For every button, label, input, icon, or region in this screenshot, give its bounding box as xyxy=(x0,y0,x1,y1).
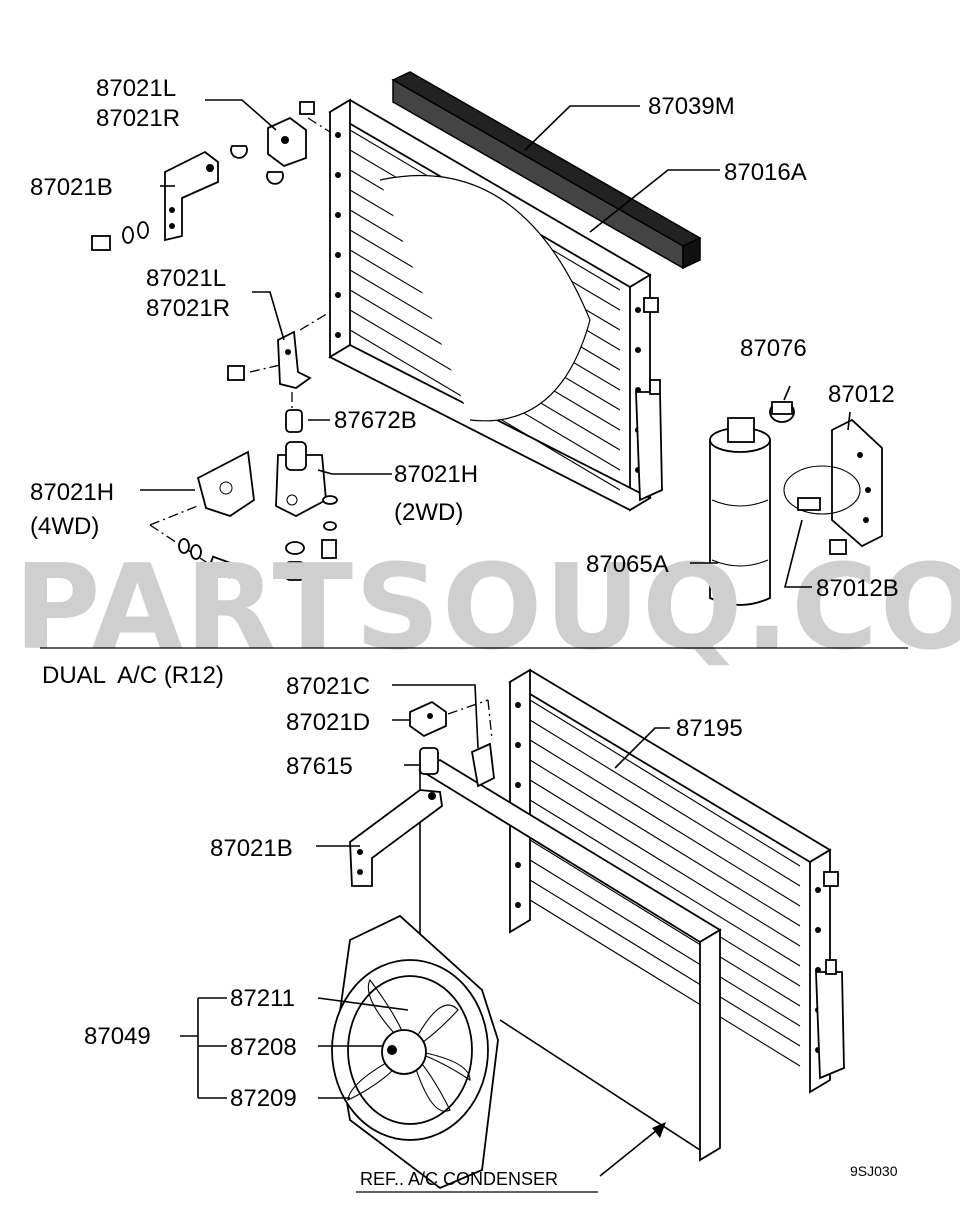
ref-arrow-head-icon xyxy=(652,1122,666,1138)
watermark: PARTSOUQ.COM xyxy=(14,538,960,676)
receiver-bracket-part xyxy=(783,418,883,555)
label-87076: 87076 xyxy=(740,335,807,362)
label-87039m: 87039M xyxy=(648,93,735,120)
label-87021l-upper: 87021L xyxy=(96,75,176,102)
label-87021l-lower: 87021L xyxy=(146,265,226,292)
label-87209: 87209 xyxy=(230,1085,297,1112)
upper-bracket-b-part xyxy=(91,150,219,251)
label-87021h-4wd: 87021H xyxy=(30,479,114,506)
label-4wd-note: (4WD) xyxy=(30,513,99,540)
diagram-code: 9SJ030 xyxy=(850,1163,898,1179)
lower-callouts: 87021C 87021D 87195 87615 87021B 87049 8… xyxy=(84,673,743,1112)
label-87016a: 87016A xyxy=(724,159,807,186)
bracket-h-4wd-part xyxy=(149,450,255,579)
label-87049: 87049 xyxy=(84,1023,151,1050)
upper-bracket-l-r-part xyxy=(230,101,331,185)
label-87021r-upper: 87021R xyxy=(96,105,180,132)
seal-strip-part xyxy=(391,71,702,270)
label-87195: 87195 xyxy=(676,715,743,742)
reference-note: REF.. A/C CONDENSER xyxy=(360,1169,558,1189)
fan-assembly-part xyxy=(331,914,499,1190)
bushing-part xyxy=(285,409,303,433)
upper-callouts: 87021L 87021R 87021B 87039M 87016A 87021… xyxy=(30,75,899,602)
label-87021r-lower: 87021R xyxy=(146,295,230,322)
leader-lines xyxy=(140,99,851,1177)
label-2wd-note: (2WD) xyxy=(394,499,463,526)
label-87021d: 87021D xyxy=(286,709,370,736)
label-87065a: 87065A xyxy=(586,551,669,578)
pressure-switch-part xyxy=(769,401,795,423)
lower-bracket-l-r-part xyxy=(227,311,331,408)
label-87012: 87012 xyxy=(828,381,895,408)
bracket-h-2wd-part xyxy=(275,441,338,581)
label-87672b: 87672B xyxy=(334,407,417,434)
lower-bracket-c-d-part xyxy=(409,699,495,788)
receiver-drier-part xyxy=(709,417,771,606)
label-87021b-lower: 87021B xyxy=(210,835,293,862)
upper-condenser-part xyxy=(328,98,663,512)
lower-bracket-b-part xyxy=(349,789,443,887)
label-87211: 87211 xyxy=(230,985,295,1012)
lower-condenser-part xyxy=(508,668,845,1094)
label-87208: 87208 xyxy=(230,1034,297,1061)
label-87615: 87615 xyxy=(286,753,353,780)
section-title: DUAL A/C (R12) xyxy=(42,662,224,689)
label-87012b: 87012B xyxy=(816,575,899,602)
label-87021b-upper: 87021B xyxy=(30,174,113,201)
lower-bushing-part xyxy=(419,747,439,775)
label-87021c: 87021C xyxy=(286,673,370,700)
label-87021h-2wd: 87021H xyxy=(394,461,478,488)
